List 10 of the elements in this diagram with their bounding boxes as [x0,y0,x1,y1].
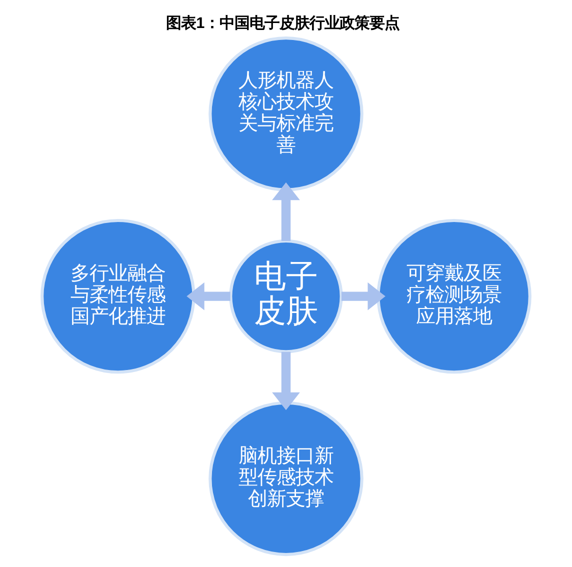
arrow [272,352,300,410]
node-circle: 人形机器人核心技术攻关与标准完善 [208,36,364,192]
node-circle: 电子皮肤 [229,239,343,354]
arrow [272,182,300,241]
diagram-title: 图表1：中国电子皮肤行业政策要点 [166,14,400,32]
node-circle: 脑机接口新型传感技术创新支撑 [208,401,364,556]
node-circle: 多行业融合与柔性传感国产化推进 [40,218,196,374]
arrow [341,282,386,310]
node-circle: 可穿戴及医疗检测场景应用落地 [376,218,532,374]
arrow [186,282,230,310]
